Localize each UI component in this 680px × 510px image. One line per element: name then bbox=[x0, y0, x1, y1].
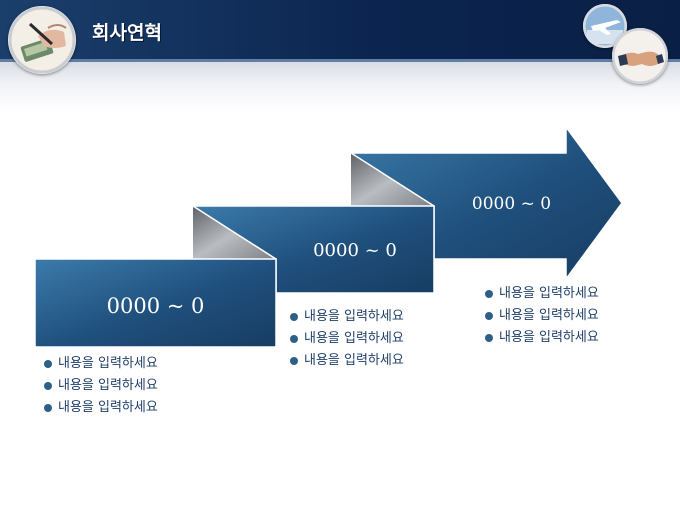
bullet-dot-icon bbox=[485, 312, 493, 320]
airplane-icon bbox=[583, 4, 627, 48]
list-item: 내용을 입력하세요 bbox=[290, 328, 404, 350]
step-1-bullet-list: 내용을 입력하세요 내용을 입력하세요 내용을 입력하세요 bbox=[44, 353, 158, 419]
handshake-icon bbox=[612, 28, 668, 84]
header-shadow bbox=[0, 62, 680, 112]
hand-writing-pen-icon bbox=[8, 6, 76, 74]
bullet-dot-icon bbox=[290, 357, 298, 365]
list-item: 내용을 입력하세요 bbox=[44, 375, 158, 397]
list-item: 내용을 입력하세요 bbox=[290, 306, 404, 328]
bullet-dot-icon bbox=[44, 382, 52, 390]
bullet-dot-icon bbox=[44, 360, 52, 368]
page-title: 회사연혁 bbox=[92, 22, 162, 44]
step-2-bullet-list: 내용을 입력하세요 내용을 입력하세요 내용을 입력하세요 bbox=[290, 306, 404, 372]
list-item: 내용을 입력하세요 bbox=[485, 283, 599, 305]
bullet-dot-icon bbox=[290, 313, 298, 321]
step-1-label: 0000 ~ 0 bbox=[106, 294, 205, 318]
step-3-label: 0000 ~ 0 bbox=[471, 194, 552, 214]
list-item: 내용을 입력하세요 bbox=[485, 327, 599, 349]
list-item: 내용을 입력하세요 bbox=[44, 353, 158, 375]
list-item: 내용을 입력하세요 bbox=[44, 397, 158, 419]
bullet-dot-icon bbox=[290, 335, 298, 343]
step-2-label: 0000 ~ 0 bbox=[313, 240, 397, 261]
bullet-dot-icon bbox=[485, 334, 493, 342]
header-accent-line bbox=[0, 59, 680, 62]
list-item: 내용을 입력하세요 bbox=[290, 350, 404, 372]
bullet-dot-icon bbox=[44, 404, 52, 412]
step-3-bullet-list: 내용을 입력하세요 내용을 입력하세요 내용을 입력하세요 bbox=[485, 283, 599, 349]
header-bar bbox=[0, 0, 680, 62]
step-2-block bbox=[190, 205, 435, 294]
bullet-dot-icon bbox=[485, 290, 493, 298]
list-item: 내용을 입력하세요 bbox=[485, 305, 599, 327]
step-1-block bbox=[34, 258, 277, 348]
